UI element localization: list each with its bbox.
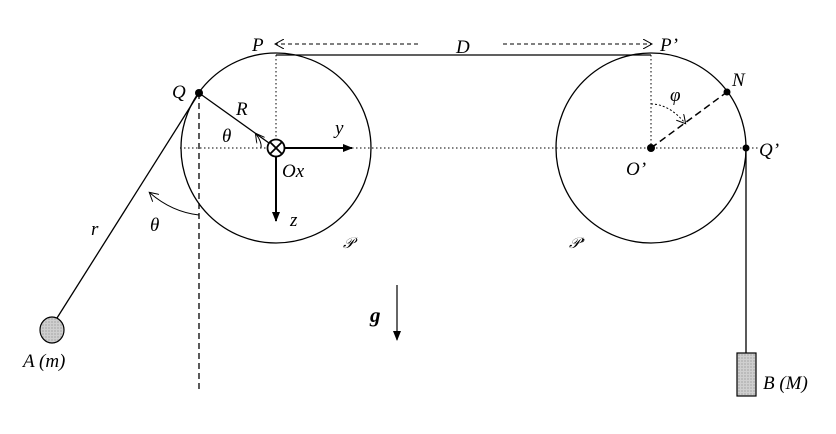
ox-axis-symbol [266,138,286,158]
label-phi: φ [670,85,681,106]
label-z-axis: z [289,210,298,231]
phi-arc [650,103,685,123]
point-q [195,89,203,97]
label-r-radius: R [235,99,248,120]
label-d: D [455,37,470,58]
label-pulley-left: 𝒫 [343,236,358,252]
point-n [723,88,731,96]
label-y-axis: y [333,118,344,139]
label-pulley-right: 𝒫’ [569,236,585,252]
theta-arc-outer [150,193,200,216]
mass-a [39,316,65,344]
pulley-left [180,52,372,244]
label-mass-b: B (M) [763,373,808,394]
rope-q-to-a [56,92,200,319]
label-p: P [251,35,264,56]
label-ox: Ox [282,161,305,182]
label-q: Q [172,82,186,103]
label-theta-outer: θ [150,215,159,236]
label-p-prime: P’ [659,35,678,56]
radius-o-prime-n [650,91,728,149]
theta-arc-inner [256,134,261,149]
label-q-prime: Q’ [759,140,779,161]
label-o-prime: O’ [626,159,646,180]
label-gravity: g [369,303,381,327]
mass-b [736,352,757,397]
label-mass-a: A (m) [21,351,65,372]
point-o-prime [647,144,655,152]
label-n: N [731,70,746,91]
label-r-rope: r [91,219,99,240]
label-theta-inner: θ [222,126,231,147]
